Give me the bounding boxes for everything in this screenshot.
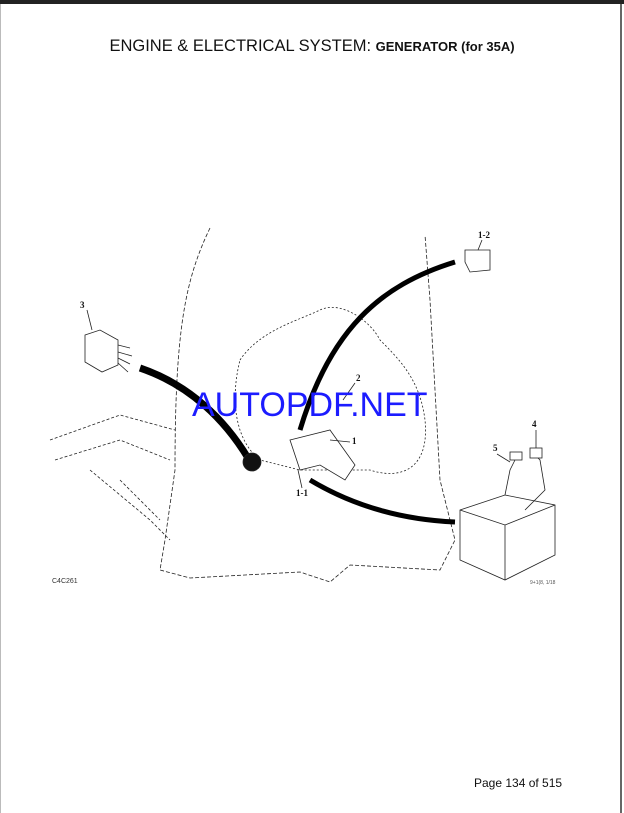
battery-cable-5 xyxy=(504,459,516,496)
callout-2: 2 xyxy=(356,373,361,383)
drawing-reference: 9+1(8, 1/18 xyxy=(530,580,556,586)
callout-1-2: 1-2 xyxy=(478,230,490,240)
harness-wire-1-2 xyxy=(297,259,456,431)
watermark: AUTOPDF.NET xyxy=(192,386,428,424)
callout-3: 3 xyxy=(80,300,85,310)
callout-4: 4 xyxy=(532,419,537,429)
title-main: ENGINE & ELECTRICAL SYSTEM: xyxy=(109,37,376,55)
engine-outline xyxy=(234,307,426,474)
fuse-1-2 xyxy=(464,249,491,273)
title-sub: GENERATOR (for 35A) xyxy=(375,39,515,54)
page-number: Page 134 of 515 xyxy=(474,776,563,790)
viewer-top-bar xyxy=(0,0,624,4)
frame-left xyxy=(49,414,176,541)
page-left-edge xyxy=(0,4,1,813)
harness-wire-3 xyxy=(138,364,251,460)
callout-1: 1 xyxy=(352,436,357,446)
page-title: ENGINE & ELECTRICAL SYSTEM: GENERATOR (f… xyxy=(0,37,624,56)
harness-wire-battery xyxy=(308,477,456,525)
regulator-3 xyxy=(84,329,119,373)
drawing-code: C4C261 xyxy=(52,578,78,585)
callout-5: 5 xyxy=(493,443,498,453)
generator xyxy=(242,452,262,472)
battery xyxy=(459,494,556,581)
machine-body-outline xyxy=(159,227,456,583)
bracket-1 xyxy=(289,429,356,481)
callout-1-1: 1-1 xyxy=(296,488,308,498)
page-right-edge xyxy=(620,4,622,813)
